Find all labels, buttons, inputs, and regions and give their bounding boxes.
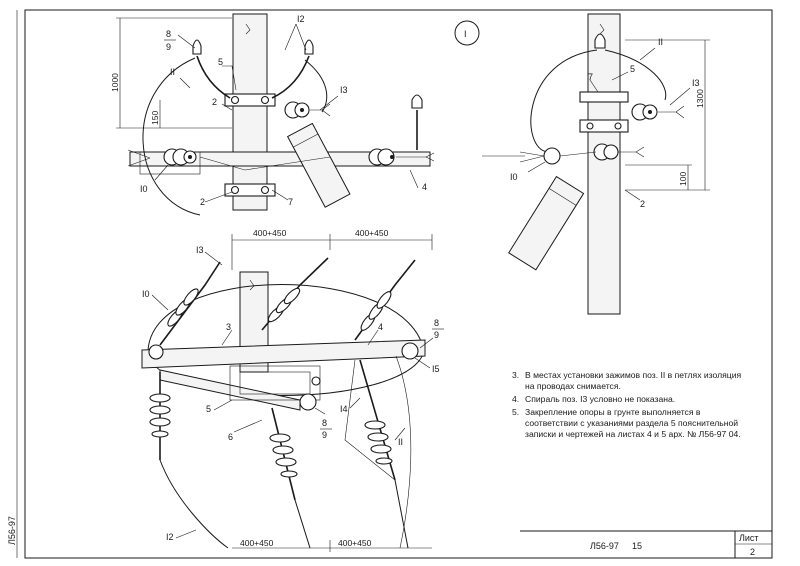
conductor-left <box>159 459 229 549</box>
position-label: 5 <box>218 57 223 67</box>
dim-top-right: 400+450 <box>355 228 389 238</box>
notes-block: 3. В местах установки зажимов поз. II в … <box>512 370 744 442</box>
note-text: Спираль поз. I3 условно не показана. <box>525 394 676 404</box>
disc-insulator-right-view <box>631 103 685 121</box>
insulator-string-upper-center <box>261 257 329 331</box>
note-number: 5. <box>512 407 520 417</box>
position-label: 8 <box>434 318 439 328</box>
insulator-string-lower-right <box>359 359 396 481</box>
position-label: 2 <box>200 197 205 207</box>
position-label: 9 <box>322 430 327 440</box>
position-label: II <box>398 437 403 447</box>
brace-member-right <box>508 175 585 271</box>
position-label: 7 <box>288 197 293 207</box>
position-label: 2 <box>640 199 645 209</box>
pole-right <box>587 13 621 315</box>
clamp-right <box>579 91 629 103</box>
position-label: II <box>170 67 175 77</box>
dim-150: 150 <box>150 111 160 125</box>
note-5: 5. Закрепление опоры в грунте выполняетс… <box>512 407 744 440</box>
sheet-frame <box>24 9 773 559</box>
insulator-string-upper-left <box>159 261 221 346</box>
position-label: I0 <box>140 184 148 194</box>
conductor-center <box>294 499 311 549</box>
insulator-string-lower-left <box>149 372 171 460</box>
disc-insulator-right-upper <box>284 101 331 119</box>
position-label: 9 <box>434 330 439 340</box>
pin-insulator-top-right <box>304 39 314 55</box>
position-label: I2 <box>297 14 305 24</box>
dim-1300: 1300 <box>695 89 705 108</box>
position-label: 4 <box>378 322 383 332</box>
position-label: I3 <box>196 245 204 255</box>
position-label: I3 <box>692 78 700 88</box>
disc-insulator-right-view-lower <box>519 143 645 165</box>
loop-wire-left <box>142 57 201 216</box>
position-label: 8 <box>322 418 327 428</box>
view-bottom: 400+450 400+450 <box>141 228 444 552</box>
dim-top-left: 400+450 <box>253 228 287 238</box>
view-left: 1000 150 8 9 5 II 2 I2 I3 I0 2 7 4 <box>110 13 435 216</box>
note-3: 3. В местах установки зажимов поз. II в … <box>512 370 744 392</box>
position-label: 7 <box>588 72 593 82</box>
pole-left <box>232 13 268 211</box>
title-block-page: 15 <box>632 541 642 551</box>
position-label: I3 <box>340 85 348 95</box>
dim-100: 100 <box>678 172 688 186</box>
side-code: Л56-97 <box>7 516 17 545</box>
conductor-right <box>394 479 409 549</box>
title-block-code: Л56-97 <box>590 541 619 551</box>
position-label: 8 <box>166 29 171 39</box>
dim-bottom-right: 400+450 <box>338 538 372 548</box>
position-label: I0 <box>510 172 518 182</box>
note-text: Закрепление опоры в грунте выполняется в… <box>525 407 741 439</box>
clamp-ring-right <box>401 342 419 360</box>
position-label: 2 <box>212 97 217 107</box>
position-label: 9 <box>166 42 171 52</box>
disc-insulator-left <box>163 148 197 166</box>
position-label: 5 <box>630 64 635 74</box>
title-block-sheet-number: 2 <box>750 547 755 557</box>
note-number: 4. <box>512 394 520 404</box>
note-number: 3. <box>512 370 520 380</box>
view-right: 1300 100 II 5 7 I3 I0 2 <box>482 13 710 315</box>
view-number: I <box>464 29 467 39</box>
position-label: II <box>658 37 663 47</box>
position-label: 6 <box>228 432 233 442</box>
note-4: 4. Спираль поз. I3 условно не показана. <box>512 394 744 405</box>
position-label: 3 <box>226 322 231 332</box>
insulator-string-lower-center <box>269 407 298 501</box>
position-label: I5 <box>432 364 440 374</box>
view-number-badge: I <box>454 20 480 46</box>
dim-bottom-left: 400+450 <box>240 538 274 548</box>
clamp-ring-center <box>299 393 317 411</box>
position-label: 4 <box>422 182 427 192</box>
pole-break-mark <box>245 23 251 35</box>
insulator-string-upper-right <box>354 259 416 341</box>
position-label: 5 <box>206 404 211 414</box>
brace-member <box>286 122 351 208</box>
position-label: I4 <box>340 404 348 414</box>
title-block-sheet-label: Лист <box>739 533 759 543</box>
position-label: I2 <box>166 532 174 542</box>
note-text: В местах установки зажимов поз. II в пет… <box>525 370 742 391</box>
clamp-ring-left <box>148 344 164 360</box>
dim-1000: 1000 <box>110 73 120 92</box>
position-label: I0 <box>142 289 150 299</box>
title-block: Л56-97 15 Лист 2 <box>520 530 772 558</box>
disc-insulator-right-lower <box>368 148 435 166</box>
loop-wire-right <box>530 49 598 153</box>
crossarm-bottom <box>141 339 426 369</box>
frame-arc-upper <box>147 284 425 353</box>
pin-insulator-top-left <box>192 39 202 55</box>
